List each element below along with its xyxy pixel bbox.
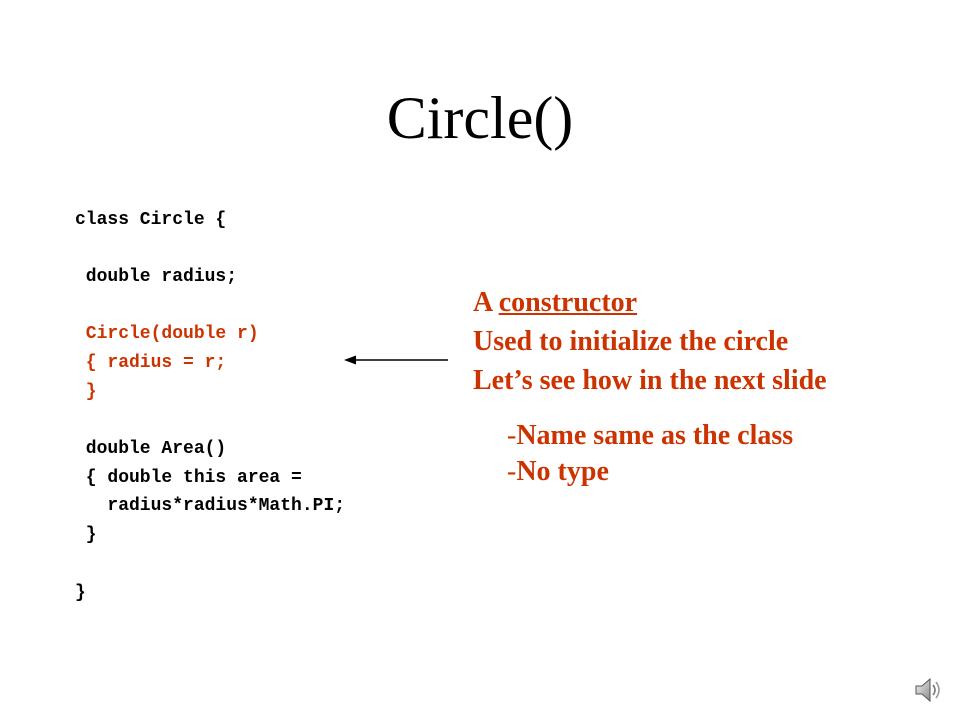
code-line: }: [75, 583, 86, 603]
code-line: double radius;: [75, 267, 238, 287]
point-dash: -: [507, 420, 517, 451]
point-text: No type: [516, 456, 609, 487]
code-line-highlighted: Circle(double r): [75, 324, 259, 344]
arrow-left-icon: [344, 355, 448, 365]
callout-line-1: A constructor: [473, 289, 637, 317]
code-line: }: [75, 525, 97, 545]
code-line: { double this area =: [75, 468, 302, 488]
code-line: radius*radius*Math.PI;: [75, 496, 346, 516]
callout-prefix: A: [473, 287, 499, 318]
code-line-highlighted: }: [75, 382, 97, 402]
callout-point: -No type: [507, 458, 609, 486]
callout-line-2: Used to initialize the circle: [473, 326, 789, 357]
point-dash: -: [507, 456, 517, 487]
code-line-highlighted: { radius = r;: [75, 353, 227, 373]
point-text: Name same as the class: [516, 420, 794, 451]
callout-point: -Name same as the class: [507, 422, 793, 450]
slide-title: Circle(): [386, 85, 574, 151]
callout-line-3: Let’s see how in the next slide: [473, 365, 827, 396]
constructor-term: constructor: [498, 287, 638, 318]
code-line: class Circle {: [75, 210, 227, 230]
speaker-icon[interactable]: [912, 674, 944, 706]
code-line: double Area(): [75, 439, 227, 459]
